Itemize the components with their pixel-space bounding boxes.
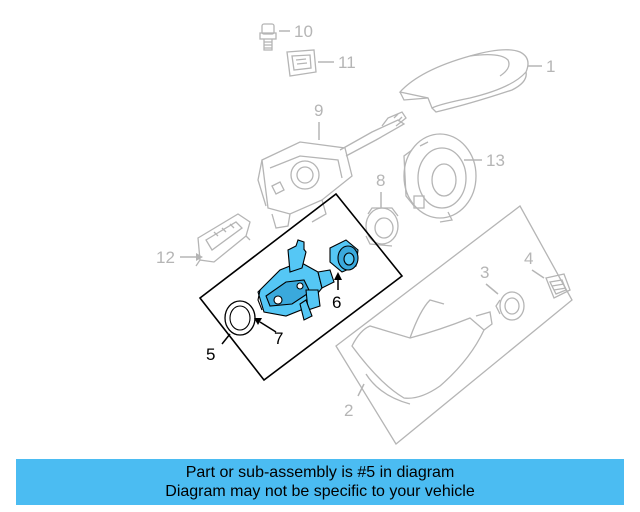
callout-4: 4	[524, 249, 533, 268]
leader-3	[485, 283, 499, 295]
leader-5	[221, 333, 231, 345]
arrow-6	[334, 272, 342, 280]
part-4-switch	[545, 273, 571, 299]
assembly-5-frame	[198, 192, 404, 382]
part-info-banner: Part or sub-assembly is #5 in diagram Di…	[16, 459, 624, 505]
callout-13: 13	[486, 151, 505, 170]
part-3-ring	[495, 291, 525, 321]
leader-2	[357, 383, 365, 397]
banner-line-1: Part or sub-assembly is #5 in diagram	[185, 464, 455, 481]
callout-6: 6	[332, 293, 341, 312]
part-6-lock-cylinder	[329, 239, 359, 273]
ignition-lock-housing	[257, 239, 335, 321]
callout-8: 8	[376, 171, 385, 190]
part-10-bolt	[259, 23, 277, 51]
part-12-bracket	[195, 213, 251, 267]
callout-7: 7	[274, 329, 283, 348]
callout-9: 9	[314, 101, 323, 120]
callout-11: 11	[338, 53, 356, 72]
part-9-combination-switch	[257, 111, 407, 229]
callout-2: 2	[344, 401, 353, 420]
arrow-7	[254, 318, 262, 325]
leader-7	[259, 321, 277, 333]
part-7-seal-ring	[224, 300, 256, 336]
callout-5: 5	[206, 345, 215, 364]
part-11-clip	[286, 49, 317, 77]
callout-1: 1	[546, 57, 555, 76]
callout-3: 3	[480, 263, 489, 282]
part-13-clock-spring	[403, 133, 477, 223]
banner-line-2: Diagram may not be specific to your vehi…	[165, 483, 475, 500]
part-1-upper-cover	[398, 49, 529, 113]
arrow-12	[196, 253, 203, 261]
part-2-lower-cover	[335, 205, 573, 445]
part-8-sleeve	[365, 207, 399, 247]
parts-diagram: 10 11 1 9 13 8	[156, 22, 573, 445]
leader-4	[531, 269, 545, 279]
callout-12: 12	[156, 248, 175, 267]
callout-10: 10	[294, 22, 313, 41]
